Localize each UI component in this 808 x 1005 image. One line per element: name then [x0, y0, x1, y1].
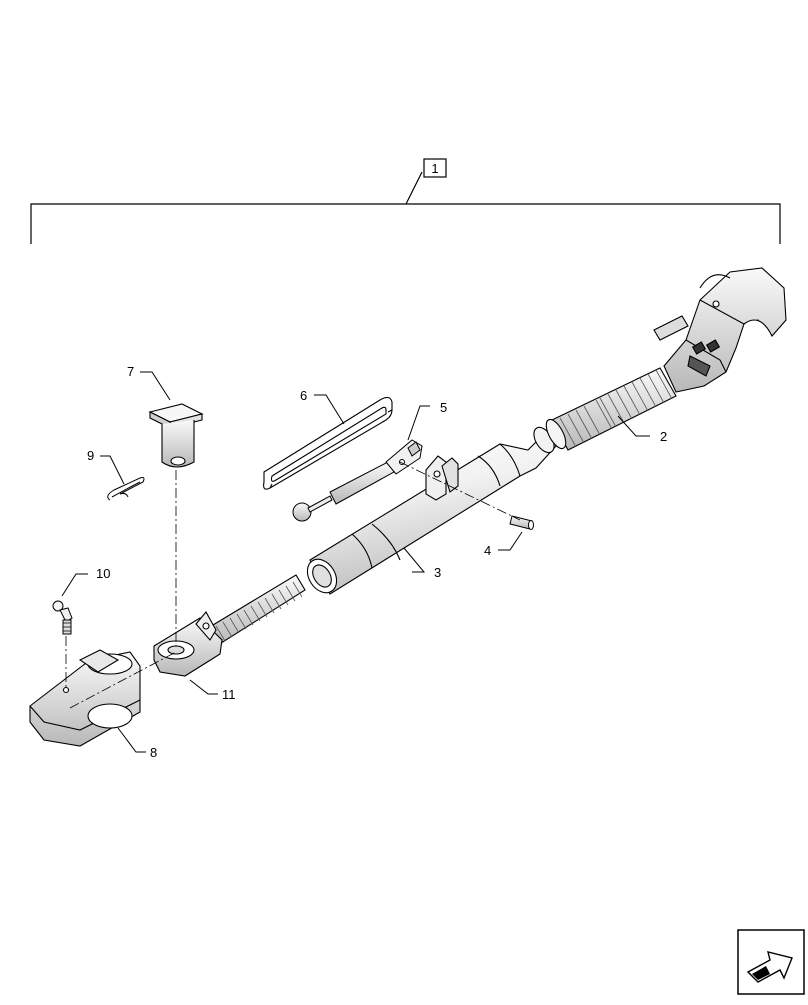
callout-4: 4 [484, 543, 491, 558]
part-7-pin [148, 403, 204, 468]
assembly-callout-1: 1 [423, 158, 447, 178]
part-2-hook-end [545, 267, 787, 451]
callout-2: 2 [660, 429, 667, 444]
callout-6: 6 [300, 388, 307, 403]
part-11-eye-end [153, 574, 306, 677]
part-4-cross-pin [509, 515, 534, 530]
leader-lines [61, 371, 650, 753]
part-11-thread [207, 574, 306, 646]
callout-8: 8 [150, 745, 157, 760]
svg-text:1: 1 [431, 161, 438, 176]
callout-5: 5 [440, 400, 447, 415]
assembly-bracket [30, 171, 781, 244]
part-8-clevis [29, 649, 141, 747]
part-10-grease-fitting [52, 600, 73, 635]
next-page-arrow-icon[interactable] [737, 929, 805, 995]
callout-10: 10 [96, 566, 110, 581]
callout-11: 11 [222, 687, 236, 702]
center-lines [65, 461, 521, 709]
part-5-handle [292, 439, 423, 522]
part-9-clip [107, 477, 145, 501]
callout-3: 3 [434, 565, 441, 580]
part-3-tube [306, 426, 557, 595]
part-6-retainer [263, 396, 393, 490]
callout-9: 9 [87, 448, 94, 463]
callout-7: 7 [127, 364, 134, 379]
